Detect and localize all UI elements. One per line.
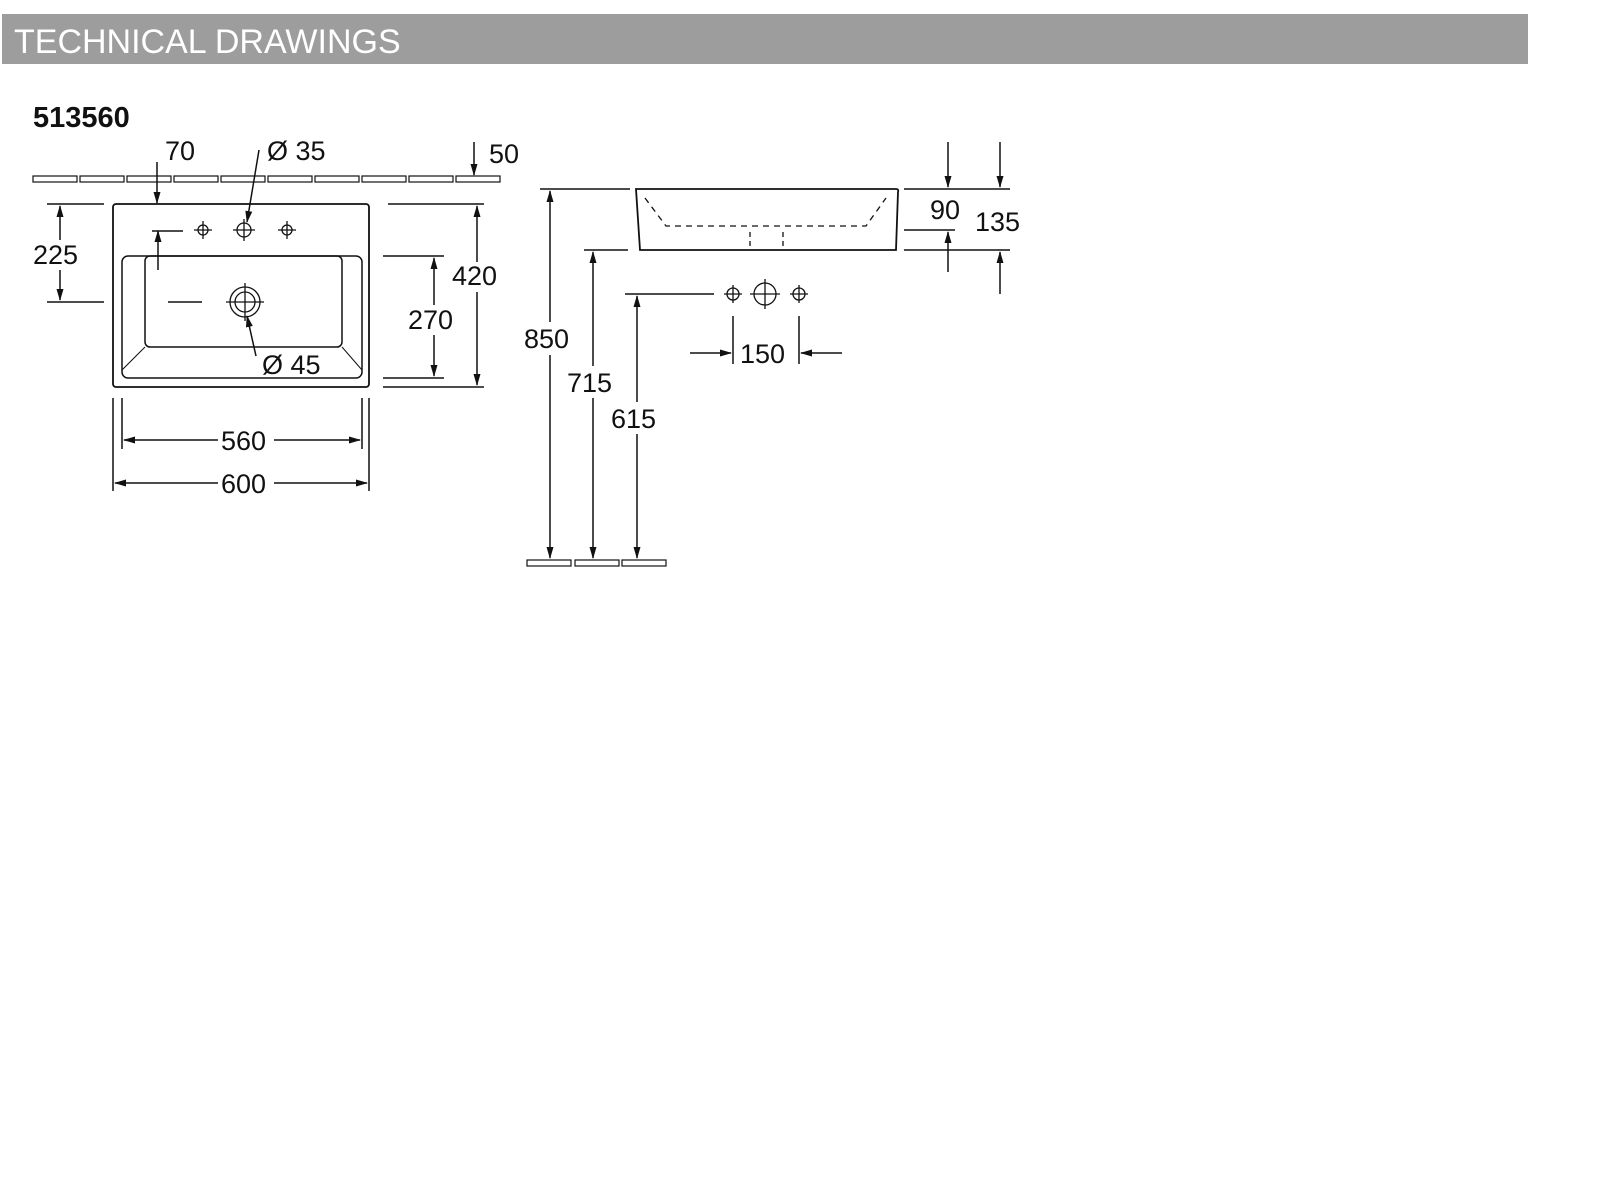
basin-profile	[635, 188, 900, 251]
header-title: TECHNICAL DRAWINGS	[14, 23, 401, 61]
basin-outer	[112, 203, 370, 388]
dim-underside-height: 715	[567, 368, 612, 398]
side-tap-center	[750, 279, 780, 309]
model-number: 513560	[33, 102, 130, 134]
dim-tap-height: 615	[611, 404, 656, 434]
dim-tap-spacing: 150	[740, 339, 785, 369]
dim-wall-gap: 50	[489, 139, 519, 169]
side-view	[526, 142, 1010, 567]
basin-inner	[144, 255, 343, 348]
tap-hole-center	[233, 219, 255, 241]
dim-overflow-depth: 225	[33, 240, 78, 270]
dim-bowl-depth: 270	[408, 305, 453, 335]
tap-hole-left	[194, 221, 212, 239]
dim-tap-hole-diameter: Ø 35	[267, 136, 326, 166]
dim-waste-diameter: Ø 45	[262, 350, 321, 380]
top-view	[32, 142, 501, 491]
wall-segments	[32, 175, 501, 183]
side-tap-right	[790, 285, 808, 303]
dim-inner-width: 560	[221, 426, 266, 456]
waste-hole	[226, 283, 264, 321]
floor-segments	[526, 559, 667, 567]
dim-mount-height: 850	[524, 324, 569, 354]
header-bar: TECHNICAL DRAWINGS	[2, 14, 1528, 64]
tap-hole-right	[278, 221, 296, 239]
side-tap-left	[724, 285, 742, 303]
dim-basin-depth: 90	[930, 195, 960, 225]
bowl-hidden-line	[644, 197, 887, 227]
dim-total-depth: 420	[452, 261, 497, 291]
dim-total-height: 135	[975, 207, 1020, 237]
dim-top-tap-offset: 70	[165, 136, 195, 166]
dim-outer-width: 600	[221, 469, 266, 499]
